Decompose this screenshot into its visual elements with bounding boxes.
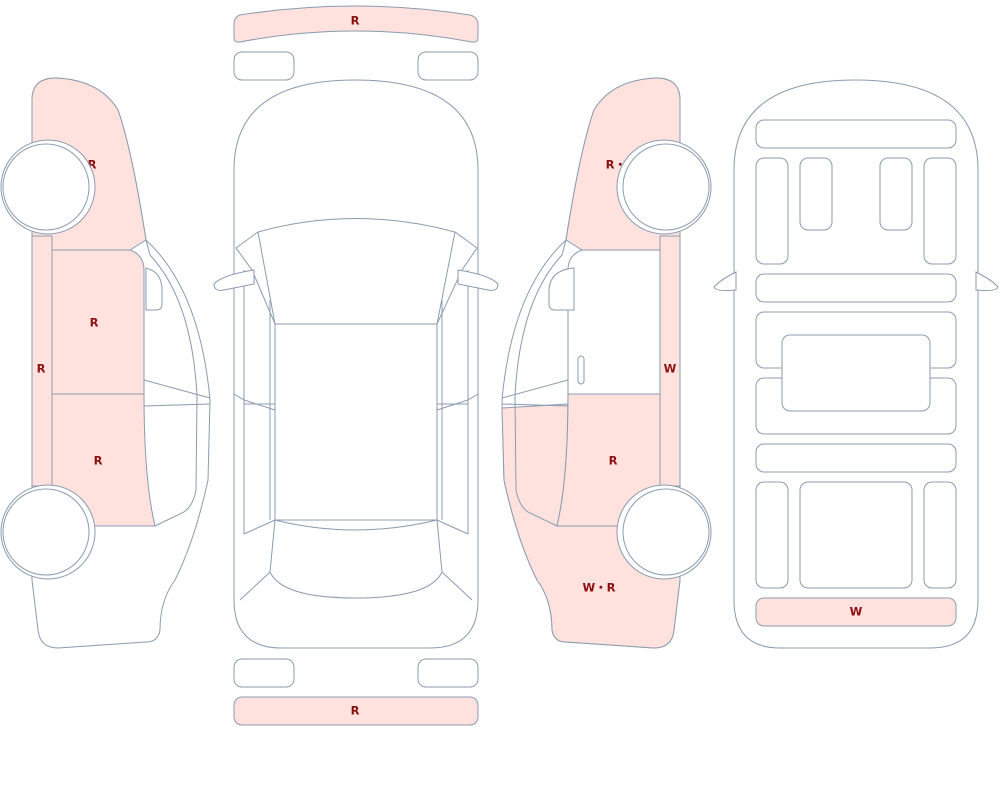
rear-deck-lines — [239, 571, 473, 601]
left-mirror[interactable] — [145, 267, 163, 311]
floor-mirror-right[interactable] — [975, 271, 999, 292]
left-side-view: R R R R — [0, 77, 211, 649]
rear-bumper-panel[interactable] — [233, 696, 479, 726]
left-window-divider — [143, 379, 211, 407]
floor-tunnel[interactable] — [781, 334, 931, 412]
floor-rear-left-side-member[interactable] — [755, 481, 789, 589]
floor-rear-panel[interactable] — [755, 597, 957, 627]
floor-trunk-floor[interactable] — [799, 481, 913, 589]
mirror-right[interactable] — [457, 269, 499, 291]
rear-window — [269, 519, 443, 599]
floor-view: W — [713, 79, 999, 649]
right-rocker-label: W — [664, 362, 677, 376]
front-bumper-panel[interactable] — [233, 5, 479, 43]
left-side-glass — [243, 270, 276, 535]
right-door-handle[interactable] — [577, 355, 585, 385]
right-window-divider — [501, 379, 569, 407]
rear-right-taillight — [417, 658, 479, 688]
left-front-fender-label: R — [88, 158, 97, 172]
left-rear-wheel[interactable] — [2, 488, 90, 576]
floor-front-crossmember[interactable] — [755, 119, 957, 149]
roof-panel — [274, 323, 438, 521]
front-right-headlight — [417, 51, 479, 81]
right-rear-door-label: R — [609, 454, 618, 468]
right-side-view: R・P W R W・R — [501, 77, 712, 649]
b-pillar-lines — [233, 393, 479, 411]
floor-rear-panel-label: W — [850, 605, 863, 619]
right-window-frame — [514, 239, 567, 527]
left-rear-door-label: R — [94, 454, 103, 468]
windshield — [235, 218, 478, 325]
floor-front-left-side-member[interactable] — [755, 157, 789, 265]
right-side-glass — [436, 270, 469, 535]
floor-rear-crossmember[interactable] — [755, 443, 957, 473]
floor-dash-panel[interactable] — [755, 273, 957, 303]
right-front-door-panel[interactable] — [567, 249, 661, 395]
right-rear-wheel[interactable] — [622, 488, 710, 576]
right-mirror[interactable] — [548, 267, 575, 311]
left-window-frame — [145, 239, 198, 527]
mirror-left[interactable] — [213, 269, 255, 291]
left-front-wheel[interactable] — [2, 143, 90, 231]
floor-mirror-left[interactable] — [713, 271, 737, 292]
right-quarter-label: W・R — [582, 581, 615, 595]
right-front-wheel[interactable] — [622, 143, 710, 231]
floor-rear-right-side-member[interactable] — [923, 481, 957, 589]
left-front-door-panel[interactable] — [51, 249, 145, 395]
top-view: R R — [213, 5, 499, 726]
floor-front-right-side-member[interactable] — [923, 157, 957, 265]
left-rocker-label: R — [37, 362, 46, 376]
front-left-headlight — [233, 51, 295, 81]
front-bumper-label: R — [351, 14, 360, 28]
rear-left-taillight — [233, 658, 295, 688]
floor-front-left-inner[interactable] — [799, 157, 833, 231]
left-front-door-label: R — [90, 316, 99, 330]
rear-bumper-label: R — [351, 704, 360, 718]
floor-front-right-inner[interactable] — [879, 157, 913, 231]
